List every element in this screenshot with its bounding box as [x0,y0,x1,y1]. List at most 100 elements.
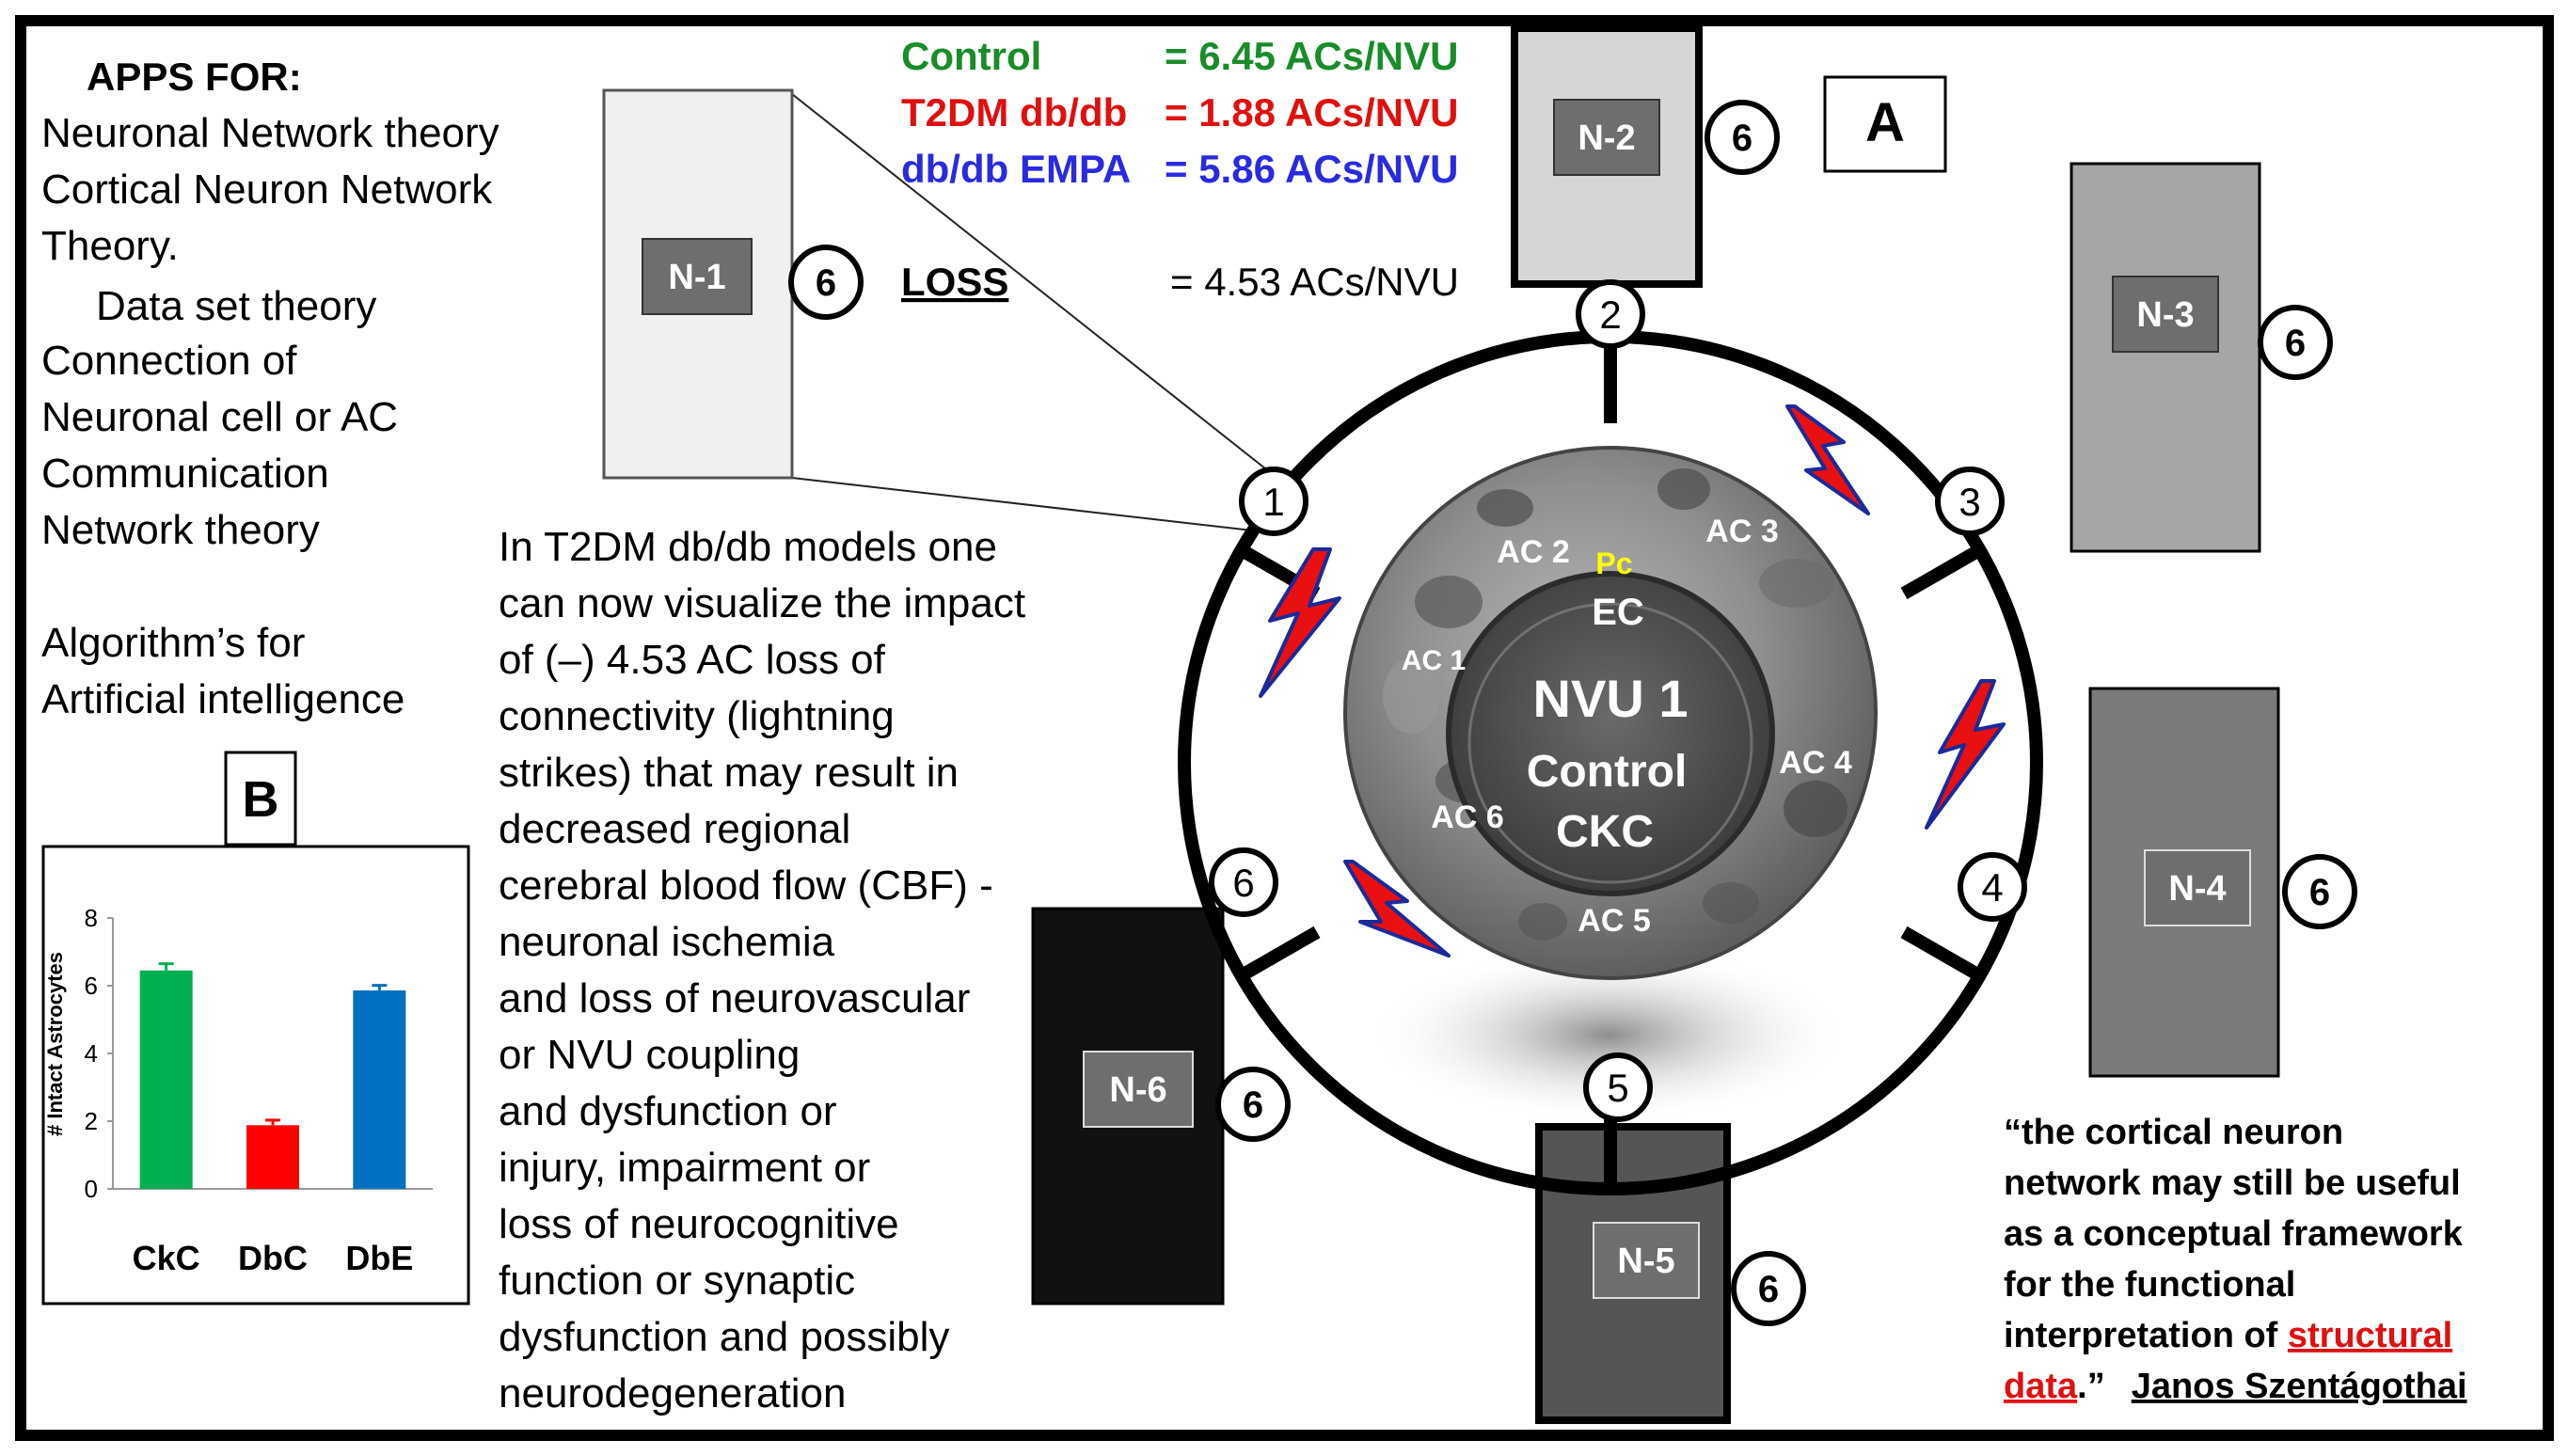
quote-line: network may still be useful [2004,1163,2461,1203]
t2dm-value: = 1.88 ACs/NVU [1165,90,1458,135]
chart-category-label: CkC [133,1239,200,1277]
neighbor-n2-label: N-2 [1578,119,1635,158]
nvu-title: NVU 1 [1533,669,1689,728]
chart-y-tick-label: 4 [85,1039,98,1068]
spoke-3 [1900,544,1983,600]
description-line: of (–) 4.53 AC loss of [499,637,886,683]
chart-y-tick-label: 8 [85,904,98,932]
neighbor-n6-count-circle [1215,1067,1291,1142]
apps-line: Connection of [41,338,297,384]
nvu-shadow [1364,945,1853,1124]
neighbor-n5-count-circle [1731,1251,1806,1326]
neighbor-n3-box [2069,162,2261,553]
spoke-number-5: 5 [1607,1066,1628,1110]
quote-line: “the cortical neuron [2004,1113,2343,1152]
apps-heading: APPS FOR: [87,55,302,99]
chart-y-tick-label: 2 [85,1107,98,1135]
apps-list: Neuronal Network theory Cortical Neuron … [41,110,500,722]
description-line: neuronal ischemia [499,919,835,965]
neighbor-n4-count: 6 [2309,872,2330,913]
nvu-subtitle-ckc: CKC [1556,807,1654,857]
apps-line: Neuronal Network theory [41,110,500,156]
description-line: can now visualize the impact [499,580,1025,626]
apps-line: Communication [41,451,329,497]
lightning-icon [1925,679,2006,830]
quote-line: for the functional [2004,1265,2295,1305]
description-block: In T2DM db/db models one can now visuali… [499,524,1025,1416]
control-label: Control [901,34,1041,78]
description-line: loss of neurocognitive [499,1201,899,1247]
neighbor-n4-count-circle [2282,854,2357,929]
chart-category-label: DbC [238,1239,308,1277]
neighbor-n6-label: N-6 [1109,1070,1166,1110]
description-line: or NVU coupling [499,1032,800,1078]
neighbor-n6-tag [1083,1051,1194,1128]
chart-bar [353,990,406,1189]
loss-label: LOSS [901,260,1008,304]
description-line: dysfunction and possibly [499,1314,949,1360]
chart-bar [246,1125,299,1189]
nvu-ac3-label: AC 3 [1705,514,1778,549]
neighbor-n1-label: N-1 [668,258,725,297]
t2dm-label: T2DM db/db [901,90,1127,135]
description-line: connectivity (lightning [499,693,895,739]
spoke-number-3: 3 [1958,480,1980,524]
neighbor-n2-tag [1553,99,1660,176]
nvu-ec-label: EC [1592,592,1644,633]
apps-line: Data set theory [96,283,376,329]
callout-line-bottom [791,477,1261,532]
neighbor-n5-count: 6 [1758,1269,1779,1310]
description-line: function or synaptic [499,1258,855,1304]
spoke-number-2: 2 [1599,293,1621,337]
apps-line: Network theory [41,507,320,553]
neighbor-n1-count-circle [788,245,864,320]
apps-line: Algorithm’s for [41,620,305,666]
chart-y-tick-label: 6 [85,972,98,1000]
control-value: = 6.45 ACs/NVU [1165,34,1458,78]
chart-y-axis-label: # Intact Astrocytes [43,952,67,1136]
description-line: cerebral blood flow (CBF) - [499,863,993,909]
stats-block: Control = 6.45 ACs/NVU T2DM db/db = 1.88… [901,34,1458,304]
description-line: strikes) that may result in [499,750,959,796]
empa-label: db/db EMPA [901,147,1131,191]
description-line: injury, impairment or [499,1145,870,1191]
quote-highlight-structural: structural [2288,1316,2452,1355]
empa-value: = 5.86 ACs/NVU [1165,147,1458,191]
nvu-ac4-label: AC 4 [1779,745,1852,781]
spoke-6 [1238,926,1321,982]
chart-category-label: DbE [345,1239,413,1277]
quote-block: “the cortical neuron network may still b… [2004,1113,2467,1406]
lightning-icon [1259,547,1341,698]
nvu-ac5-label: AC 5 [1578,903,1650,939]
nvu-ac2-label: AC 2 [1497,534,1569,570]
callout-line-top [791,93,1280,481]
quote-highlight-data: data [2004,1367,2078,1406]
nvu-subtitle-control: Control [1527,747,1688,797]
nvu-ac1-label: AC 1 [1402,645,1466,676]
spoke-number-4: 4 [1981,865,2003,910]
spoke-number-1: 1 [1262,480,1284,524]
panel-a-label: A [1865,92,1905,153]
neighbor-n3-label: N-3 [2136,295,2194,335]
lightning-icon [1343,860,1451,957]
lightning-icon [1785,404,1870,515]
spoke-number-circles [1209,279,2027,1122]
spoke-numbers: 1 2 3 4 5 6 [1232,293,2003,1110]
neighbor-n5-tag [1593,1222,1700,1299]
quote-last-line: data.”Janos Szentágothai [2004,1367,2467,1406]
neighbor-n1-tag [642,238,753,315]
neighbor-n3-count-circle [2258,305,2333,380]
neighbor-n3-count: 6 [2285,323,2306,364]
panel-b-box [224,751,297,847]
quote-author: Janos Szentágothai [2132,1367,2467,1406]
nvu-pc-label: Pc [1595,546,1632,580]
description-line: decreased regional [499,806,850,852]
quote-line: interpretation of structural [2004,1316,2452,1355]
neighbor-n3-tag [2112,276,2219,353]
spoke-4 [1900,926,1983,982]
apps-line: Neuronal cell or AC [41,394,398,440]
neighbor-n1-count: 6 [816,262,836,304]
chart-bar [139,970,193,1189]
